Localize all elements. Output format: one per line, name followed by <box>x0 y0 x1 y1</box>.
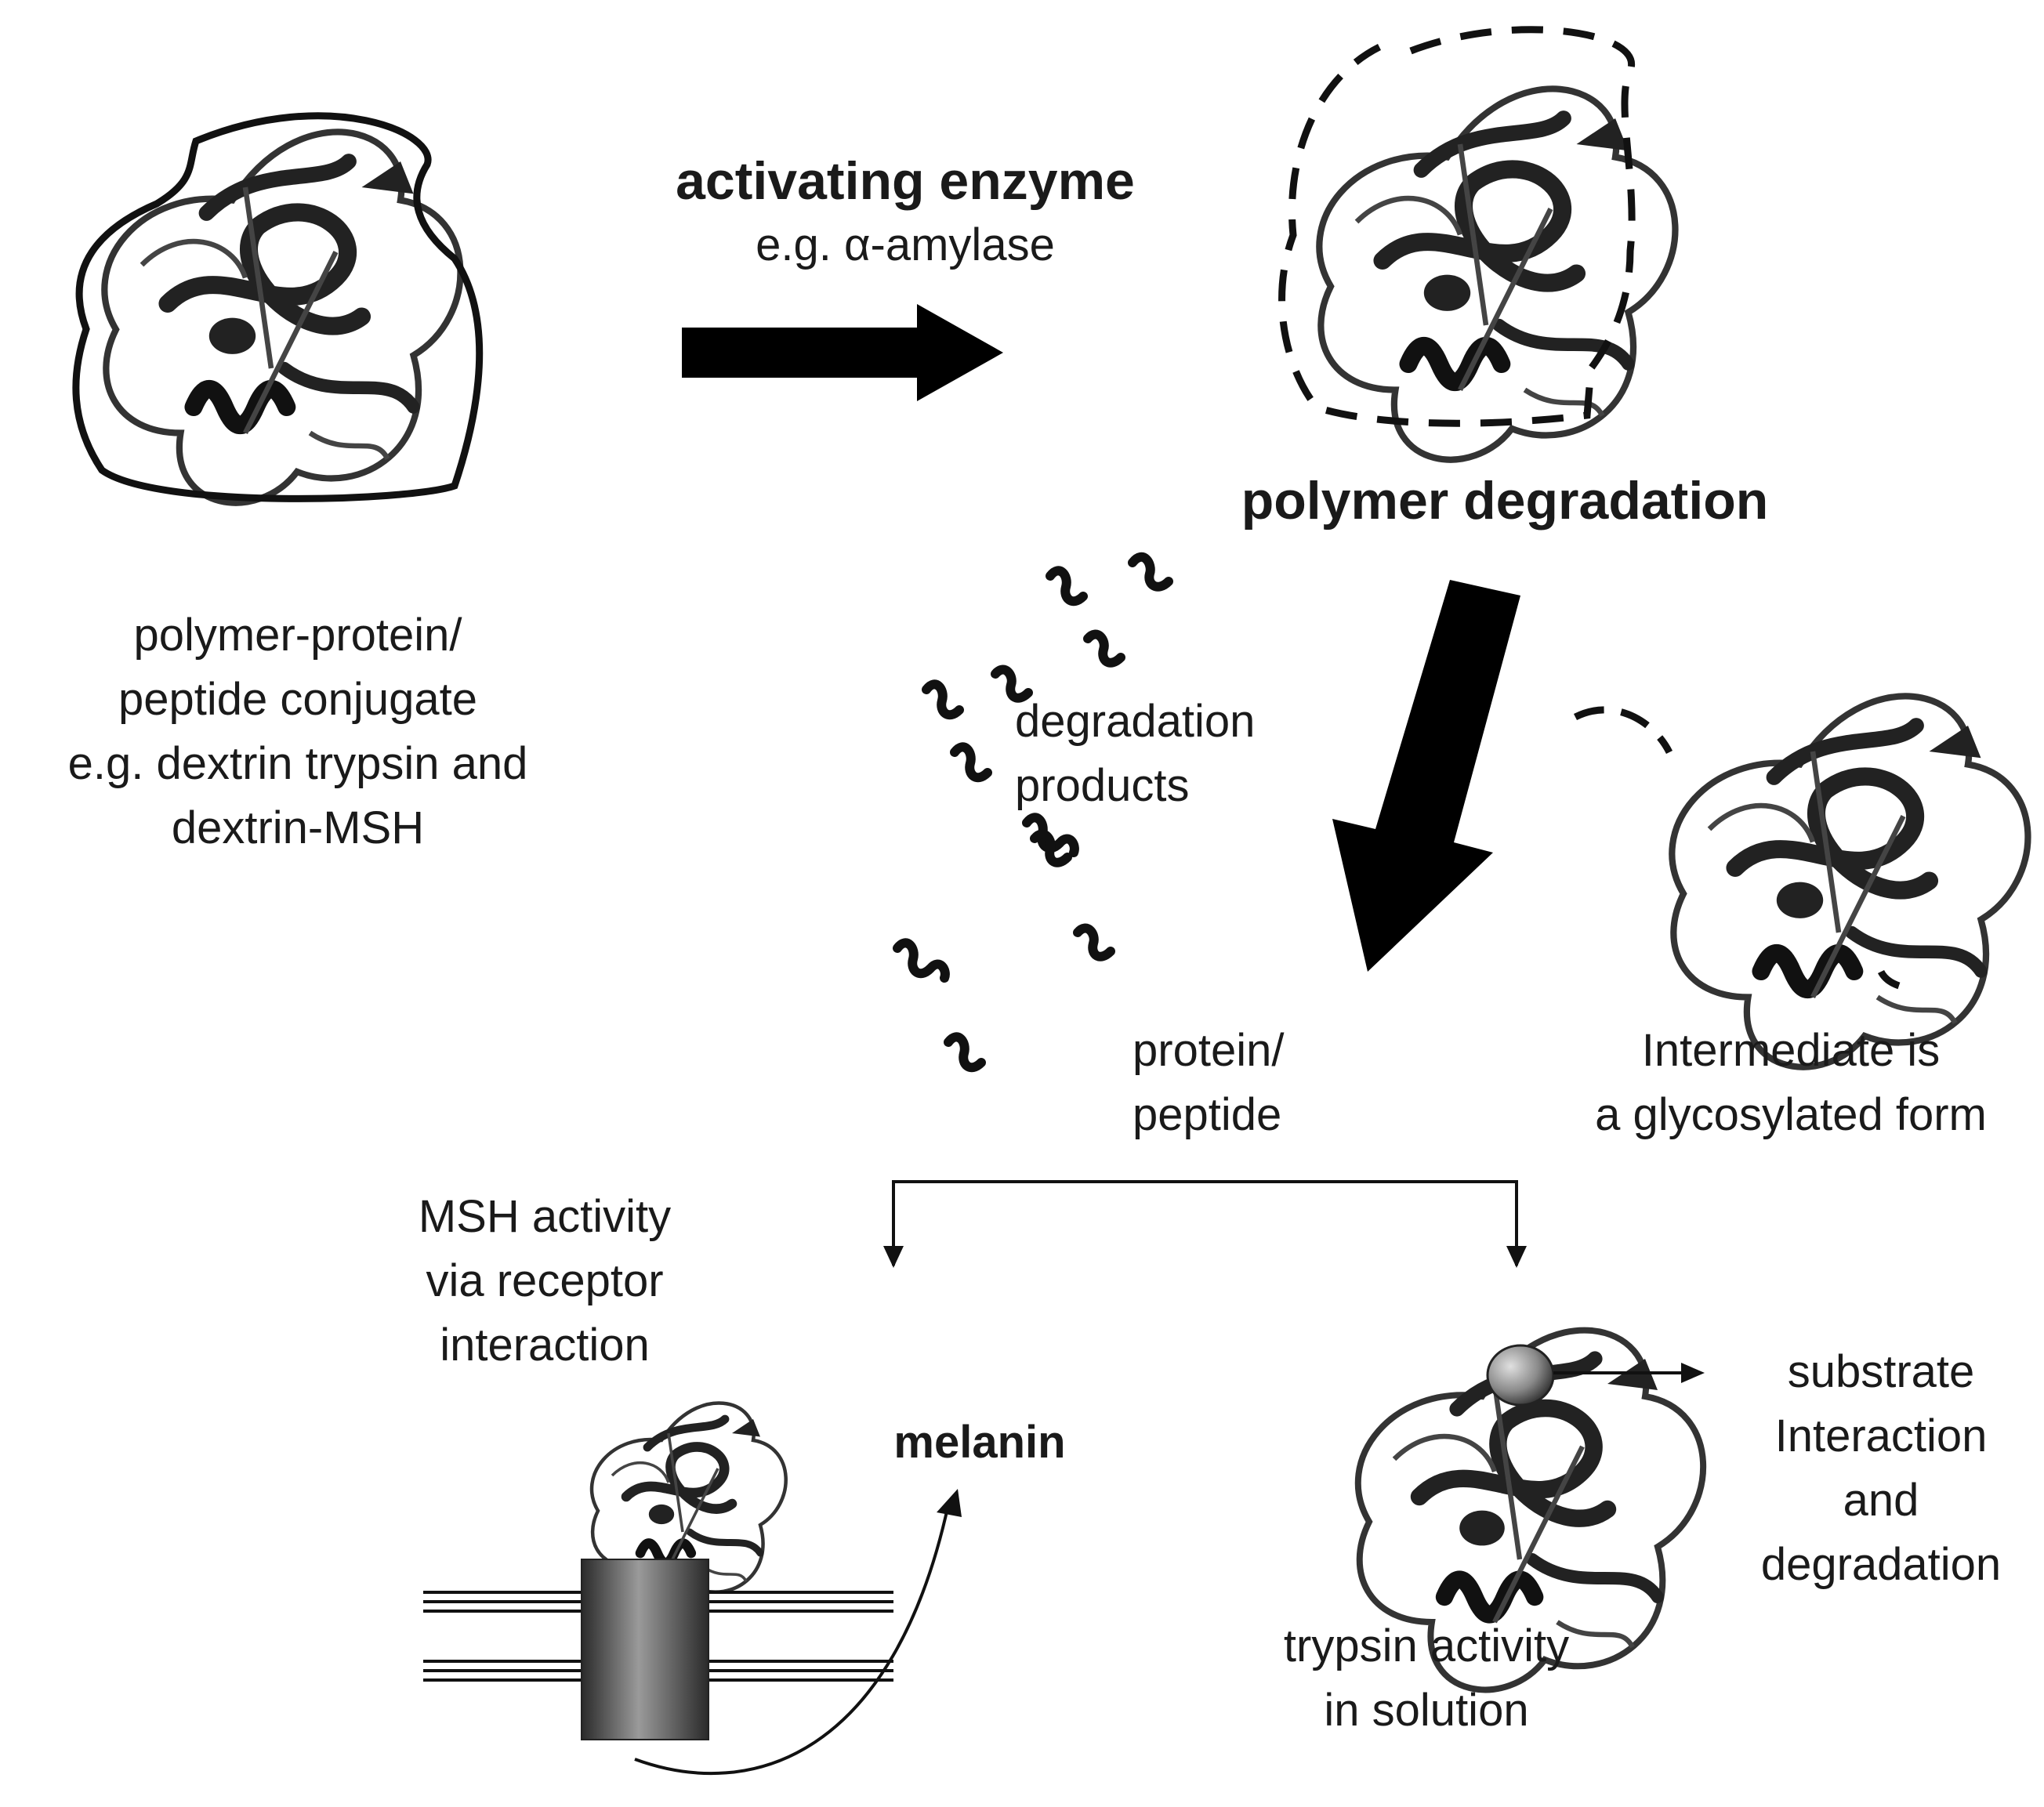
conjugate-protein-icon <box>104 132 460 502</box>
active-site-ball <box>1486 1344 1555 1407</box>
bracket-connector <box>892 1180 1518 1266</box>
substrate-arrowhead <box>1681 1363 1705 1383</box>
protein-peptide-label: protein/ peptide <box>1133 1025 1285 1140</box>
polymer-shell-solid <box>72 112 484 502</box>
degradation-product-squiggles <box>893 552 1173 1073</box>
receptor-cylinder <box>581 1559 709 1740</box>
activating-enzyme-example: e.g. α-amylase <box>756 219 1055 270</box>
activating-enzyme-arrow <box>682 304 1003 401</box>
bracket-arrowhead-left <box>883 1246 904 1268</box>
melanin-arrow <box>634 1504 950 1776</box>
msh-activity-label: MSH activity via receptor interaction <box>418 1191 672 1371</box>
bracket-arrowhead-right <box>1506 1246 1527 1268</box>
dashed-conjugate-protein-icon <box>1319 89 1675 459</box>
conjugate-label: polymer-protein/ peptide conjugate e.g. … <box>67 610 528 853</box>
melanin-label: melanin <box>893 1417 1066 1468</box>
intermediate-strand-left <box>1573 706 1673 755</box>
substrate-label: substrate Interaction and degradation <box>1760 1346 2002 1590</box>
degradation-products-label: degradation products <box>1015 696 1256 811</box>
intermediate-protein-icon <box>1672 696 2028 1066</box>
melanin-arrowhead <box>937 1489 962 1517</box>
intermediate-strand-right <box>1877 969 1913 993</box>
intermediate-label: Intermediate is a glycosylated form <box>1595 1025 1987 1140</box>
polymer-degradation-arrow <box>1332 580 1520 972</box>
polymer-degradation-label: polymer degradation <box>1241 471 1769 531</box>
activating-enzyme-title: activating enzyme <box>676 151 1135 211</box>
activating-enzyme-label: activating enzyme e.g. α-amylase <box>584 149 1227 277</box>
trypsin-activity-label: trypsin activity in solution <box>1283 1621 1570 1736</box>
polymer-shell-dashed <box>1278 26 1636 427</box>
